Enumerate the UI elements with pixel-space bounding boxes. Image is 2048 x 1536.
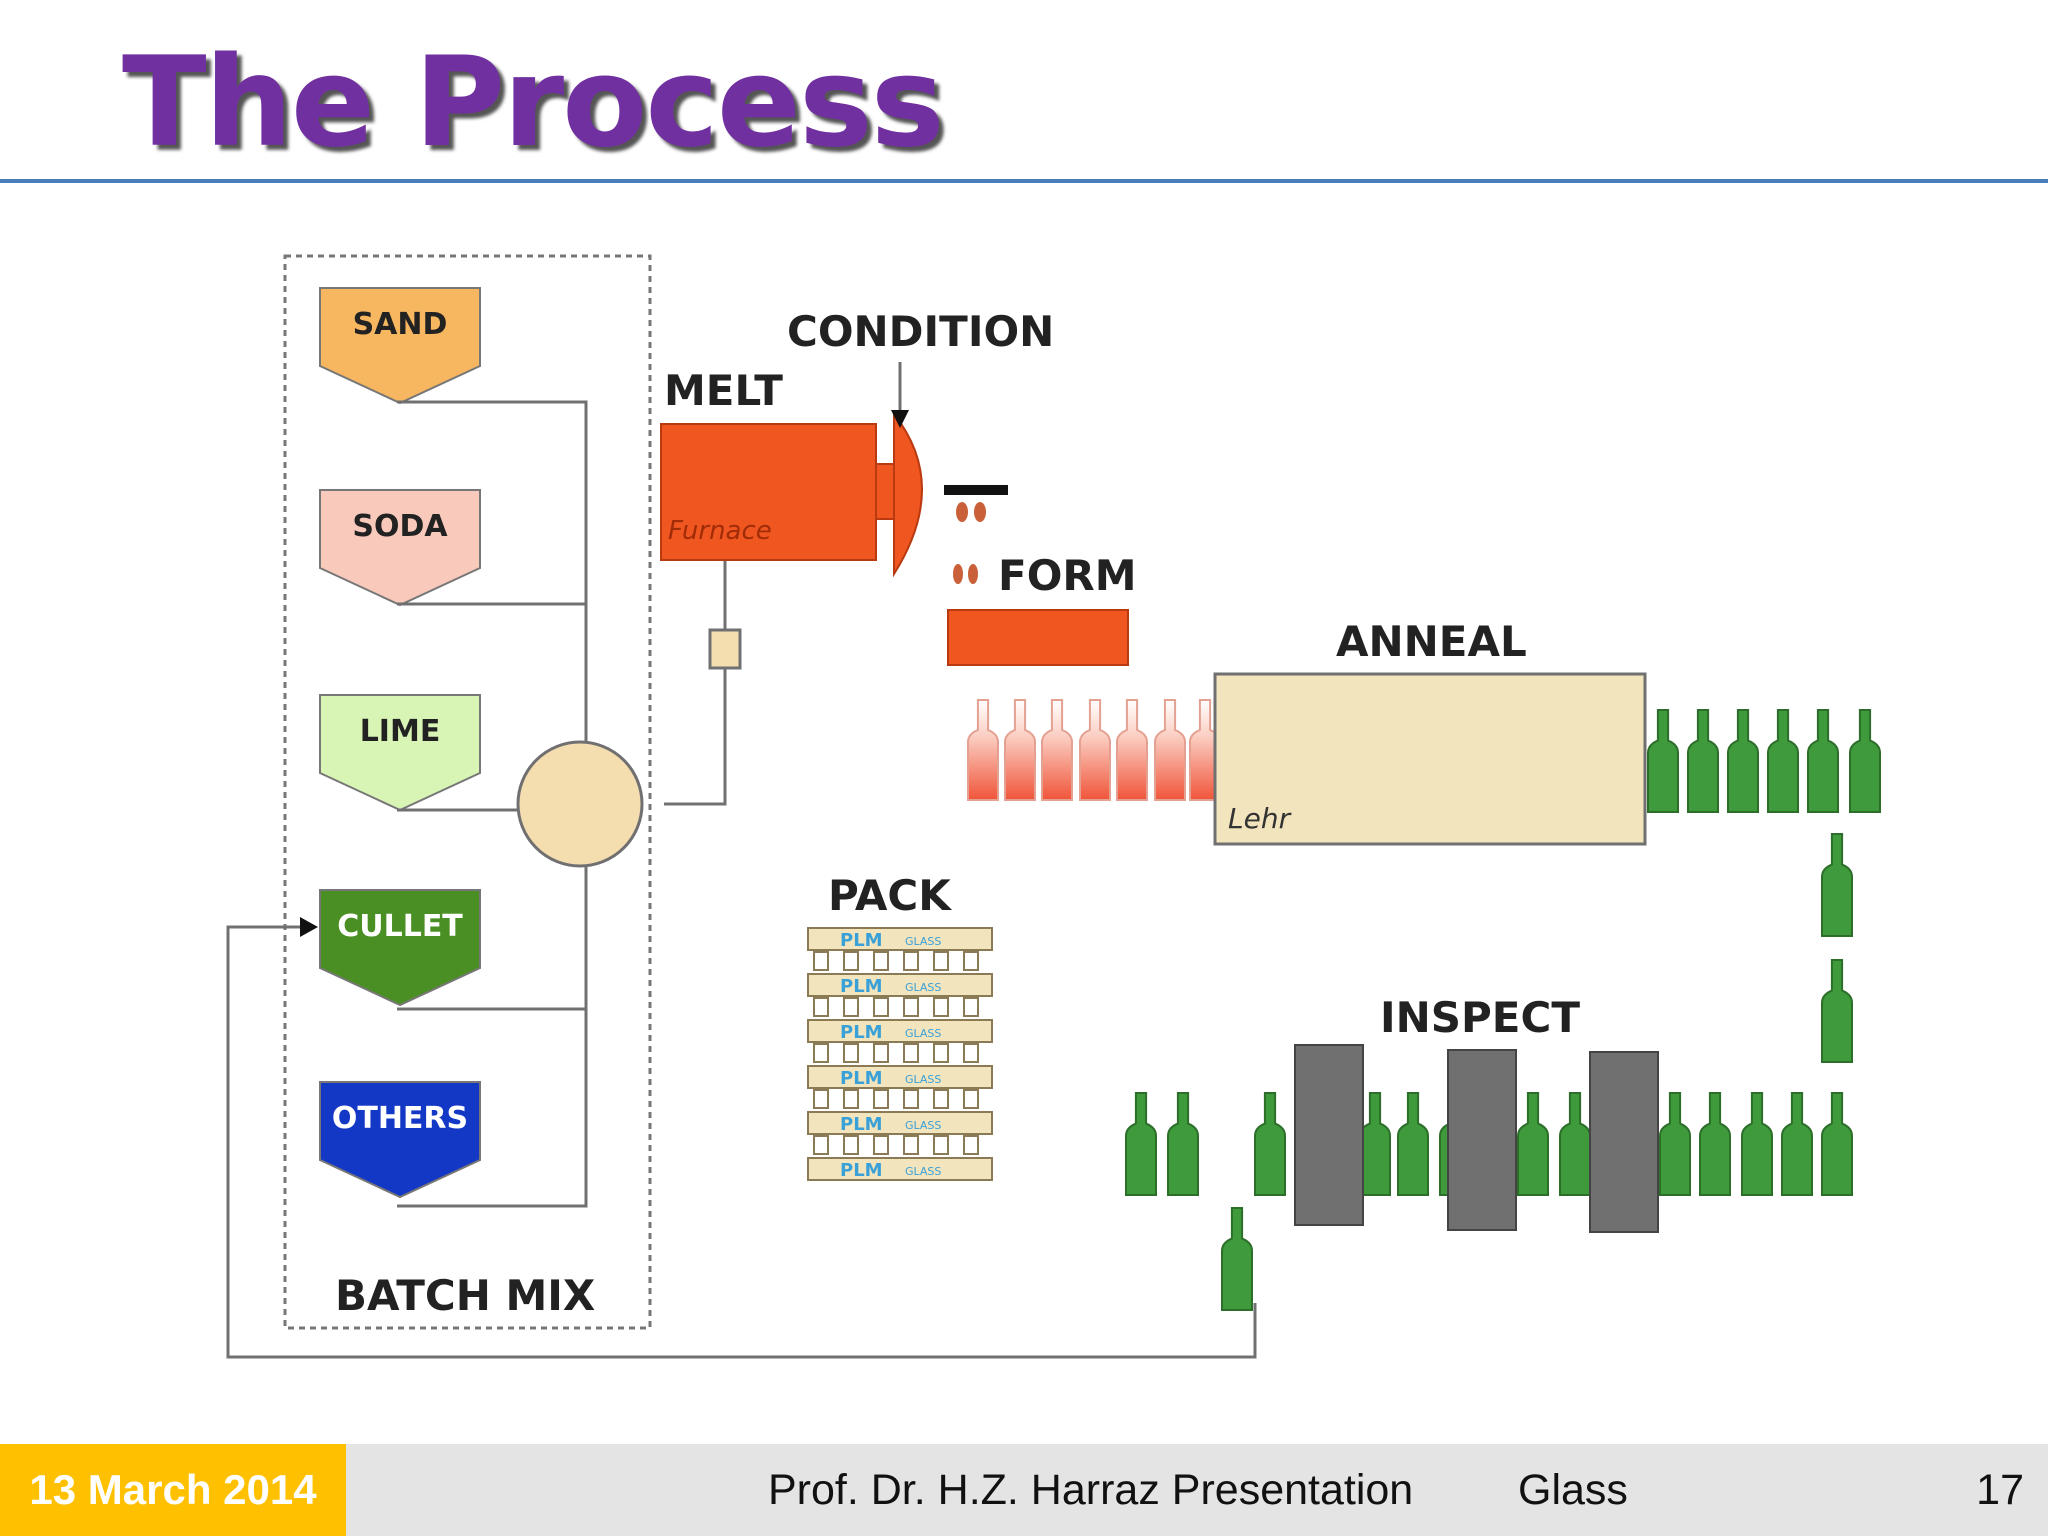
pack-crate-stack: PLM GLASS PLM GLASS PLM GLASS PLM GLASS PLM GLASS… bbox=[807, 927, 993, 1181]
slide-title: The Process bbox=[122, 31, 945, 175]
hopper-label: OTHERS bbox=[332, 1101, 468, 1136]
bottle bbox=[1659, 1092, 1691, 1196]
hopper-label: SAND bbox=[353, 307, 448, 342]
gob-drop bbox=[968, 564, 978, 584]
bottle bbox=[1004, 699, 1036, 801]
hopper-others: OTHERS bbox=[319, 1081, 481, 1199]
bottle bbox=[1221, 1207, 1253, 1311]
batch-mix-box bbox=[283, 254, 652, 1330]
batch-mix-label: BATCH MIX bbox=[335, 1271, 595, 1320]
inspect-station-3 bbox=[1589, 1051, 1659, 1233]
crate-brand: PLM bbox=[840, 1160, 883, 1181]
hopper-label: CULLET bbox=[337, 909, 463, 944]
inspect-station-1 bbox=[1294, 1044, 1364, 1226]
crate-brand: PLM bbox=[840, 930, 883, 951]
bottle bbox=[1254, 1092, 1286, 1196]
gob-drop bbox=[953, 564, 963, 584]
hopper-label: SODA bbox=[352, 509, 448, 544]
batch-mixer bbox=[516, 740, 644, 868]
hopper-label: LIME bbox=[360, 714, 441, 749]
crate-text: GLASS bbox=[905, 1165, 941, 1178]
condition-arrow bbox=[891, 410, 909, 428]
footer-subject: Glass bbox=[1518, 1466, 1628, 1514]
glass-process-diagram: SAND SODA LIME CULLET OTHERS Furnace Lehr PL… bbox=[226, 254, 1881, 1359]
bottle bbox=[1559, 1092, 1591, 1196]
footer-page-number: 17 bbox=[1976, 1466, 2024, 1514]
anneal-label: ANNEAL bbox=[1336, 617, 1527, 666]
form-label: FORM bbox=[998, 551, 1137, 600]
bottle bbox=[1397, 1092, 1429, 1196]
melt-label: MELT bbox=[664, 366, 783, 415]
bottle bbox=[1125, 1092, 1157, 1196]
pack-crate: PLM GLASS bbox=[807, 1065, 993, 1109]
condition-label: CONDITION bbox=[787, 307, 1054, 356]
pack-crate: PLM GLASS bbox=[807, 973, 993, 1017]
bottle bbox=[1116, 699, 1148, 801]
crate-text: GLASS bbox=[905, 1119, 941, 1132]
bottle bbox=[1079, 699, 1111, 801]
bottle bbox=[967, 699, 999, 801]
bottle bbox=[1699, 1092, 1731, 1196]
slide-footer: 13 March 2014 Prof. Dr. H.Z. Harraz Pres… bbox=[0, 1444, 2048, 1536]
bottle bbox=[1821, 959, 1853, 1063]
bottle bbox=[1167, 1092, 1199, 1196]
title-divider bbox=[0, 179, 2048, 183]
pack-label: PACK bbox=[828, 871, 952, 920]
bottle bbox=[1767, 709, 1799, 813]
bottle bbox=[1741, 1092, 1773, 1196]
pack-crate: PLM GLASS bbox=[807, 1111, 993, 1155]
gob-drop bbox=[956, 502, 968, 522]
pack-crate: PLM GLASS bbox=[807, 1157, 993, 1181]
crate-text: GLASS bbox=[905, 981, 941, 994]
bottle bbox=[1041, 699, 1073, 801]
crate-brand: PLM bbox=[840, 976, 883, 997]
crate-text: GLASS bbox=[905, 935, 941, 948]
crate-brand: PLM bbox=[840, 1114, 883, 1135]
hopper-cullet: CULLET bbox=[319, 889, 481, 1007]
bottle bbox=[1849, 709, 1881, 813]
lehr-label: Lehr bbox=[1228, 802, 1292, 835]
conditioning-forehearth bbox=[893, 411, 923, 578]
bottle bbox=[1647, 709, 1679, 813]
gob-shear bbox=[944, 485, 1008, 495]
bottle bbox=[1821, 1092, 1853, 1196]
footer-date: 13 March 2014 bbox=[0, 1444, 346, 1536]
pack-crate: PLM GLASS bbox=[807, 1019, 993, 1063]
gob-drop bbox=[974, 502, 986, 522]
crate-brand: PLM bbox=[840, 1022, 883, 1043]
crate-text: GLASS bbox=[905, 1027, 941, 1040]
inspect-station-2 bbox=[1447, 1049, 1517, 1231]
bottle bbox=[1517, 1092, 1549, 1196]
cullet-return-arrow bbox=[300, 917, 318, 937]
bottle bbox=[1807, 709, 1839, 813]
bottle bbox=[1821, 833, 1853, 937]
hopper-sand: SAND bbox=[319, 287, 481, 405]
bottle bbox=[1359, 1092, 1391, 1196]
inspect-label: INSPECT bbox=[1380, 993, 1580, 1042]
crate-text: GLASS bbox=[905, 1073, 941, 1086]
hopper-soda: SODA bbox=[319, 489, 481, 607]
ingredient-hoppers: SAND SODA LIME CULLET OTHERS bbox=[319, 287, 481, 1199]
furnace bbox=[660, 423, 877, 561]
pack-crate: PLM GLASS bbox=[807, 927, 993, 971]
bottle bbox=[1781, 1092, 1813, 1196]
crate-brand: PLM bbox=[840, 1068, 883, 1089]
annealing-lehr bbox=[1213, 672, 1647, 846]
hot-bottles-row bbox=[967, 699, 1221, 801]
hopper-lime: LIME bbox=[319, 694, 481, 812]
forming-machine bbox=[947, 609, 1129, 666]
green-bottles bbox=[1125, 709, 1881, 1311]
bottle bbox=[1154, 699, 1186, 801]
furnace-label: Furnace bbox=[668, 516, 772, 546]
footer-presenter: Prof. Dr. H.Z. Harraz Presentation bbox=[768, 1466, 1414, 1514]
bottle bbox=[1687, 709, 1719, 813]
bottle bbox=[1727, 709, 1759, 813]
batch-feeder bbox=[708, 628, 742, 670]
